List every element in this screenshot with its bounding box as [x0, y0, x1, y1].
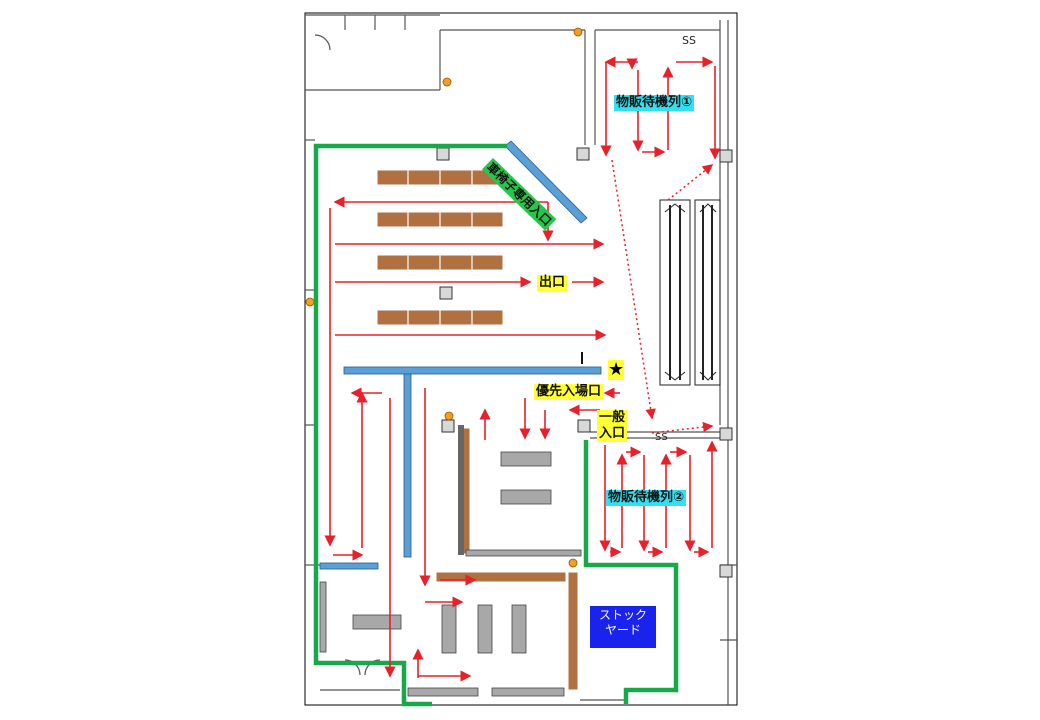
- priority-entrance-label: 優先入場口: [534, 384, 604, 400]
- venue-perimeter: [313, 143, 679, 707]
- route-arrows: [324, 56, 721, 682]
- ss-mark-mid: SS: [655, 432, 668, 443]
- general-entrance-label: 一般 入口: [597, 410, 628, 442]
- escalators: [659, 199, 721, 386]
- table-dividers: [407, 170, 473, 325]
- merch-queue-2-label: 物販待機列②: [606, 490, 687, 506]
- building-walls: [305, 14, 737, 705]
- stock-yard-label: ストック ヤード: [590, 606, 656, 648]
- dark-partition: [458, 425, 464, 555]
- columns: [436, 147, 733, 578]
- ss-mark-top: SS: [682, 34, 696, 47]
- queue-guide-dotted: [611, 159, 714, 434]
- exit-label: 出口: [537, 275, 568, 291]
- merch-queue-1-label: 物販待機列①: [614, 95, 695, 111]
- blue-partitions: [319, 140, 602, 570]
- grey-counters: [319, 451, 582, 697]
- drawing-frame: [304, 12, 738, 706]
- star-marker: ★: [608, 359, 625, 380]
- emergency-lights: [305, 27, 583, 568]
